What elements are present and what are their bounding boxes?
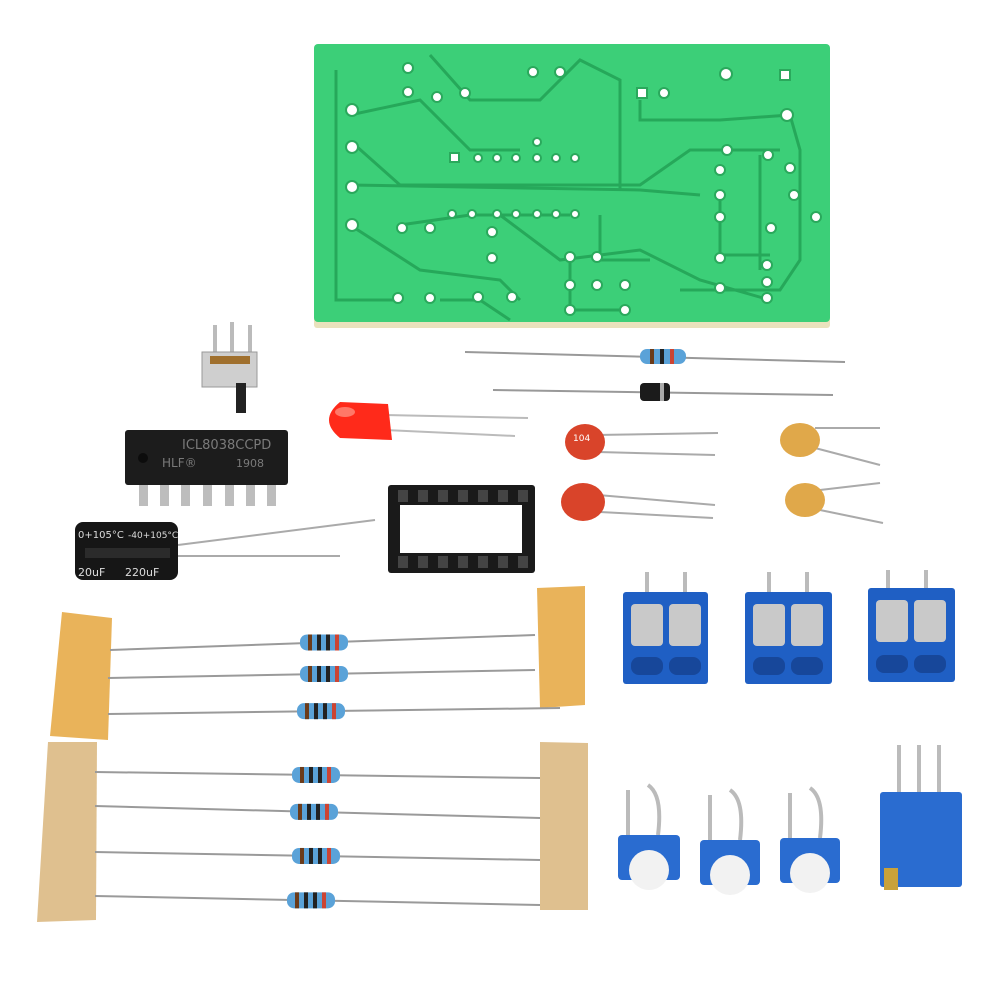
diode — [492, 383, 834, 401]
pcb-board — [314, 44, 830, 328]
terminal-blocks — [623, 570, 955, 684]
resistor — [94, 847, 541, 864]
trimpot-2 — [700, 788, 760, 895]
ceramic-capacitor-2 — [561, 483, 716, 521]
terminal-block-2 — [745, 572, 832, 684]
resistor — [94, 803, 541, 820]
terminal-block-3 — [868, 570, 955, 682]
trimmer-potentiometers — [618, 745, 962, 895]
cap-value-left: 20uF — [78, 566, 105, 579]
terminal-block-1 — [623, 572, 708, 684]
resistor-tape-strip — [37, 586, 588, 922]
resistor-rows — [94, 634, 561, 909]
pcb-pads — [345, 62, 822, 316]
ic-chip: ICL8038CCPD HLF® 1908 — [125, 430, 288, 506]
trimpot-1 — [618, 783, 680, 890]
resistor — [94, 766, 541, 783]
ic-brand: HLF® — [162, 456, 197, 470]
slide-switch — [201, 322, 258, 413]
cap-temp-right: -40+105°C — [128, 531, 178, 541]
ic-socket — [388, 485, 535, 573]
ic-part-number: ICL8038CCPD — [182, 438, 271, 453]
red-led — [329, 402, 529, 440]
ceramic-capacitor-1: 104 — [565, 424, 719, 460]
resistor — [107, 665, 536, 682]
cap-temp-left: 0+105°C — [78, 530, 124, 541]
resistor — [109, 634, 536, 651]
ceramic-cap-code: 104 — [573, 434, 590, 444]
ic-date-code: 1908 — [236, 457, 264, 470]
resistor-top — [464, 349, 846, 364]
ceramic-capacitor-yellow-1 — [780, 423, 881, 466]
resistor — [107, 703, 561, 720]
electrolytic-capacitor: 0+105°C -40+105°C 20uF 220uF — [75, 519, 376, 580]
resistor — [94, 892, 541, 909]
ceramic-capacitor-yellow-2 — [785, 482, 884, 524]
multiturn-trimpot — [880, 745, 962, 890]
trimpot-3 — [780, 786, 840, 893]
cap-value-right: 220uF — [125, 566, 159, 579]
